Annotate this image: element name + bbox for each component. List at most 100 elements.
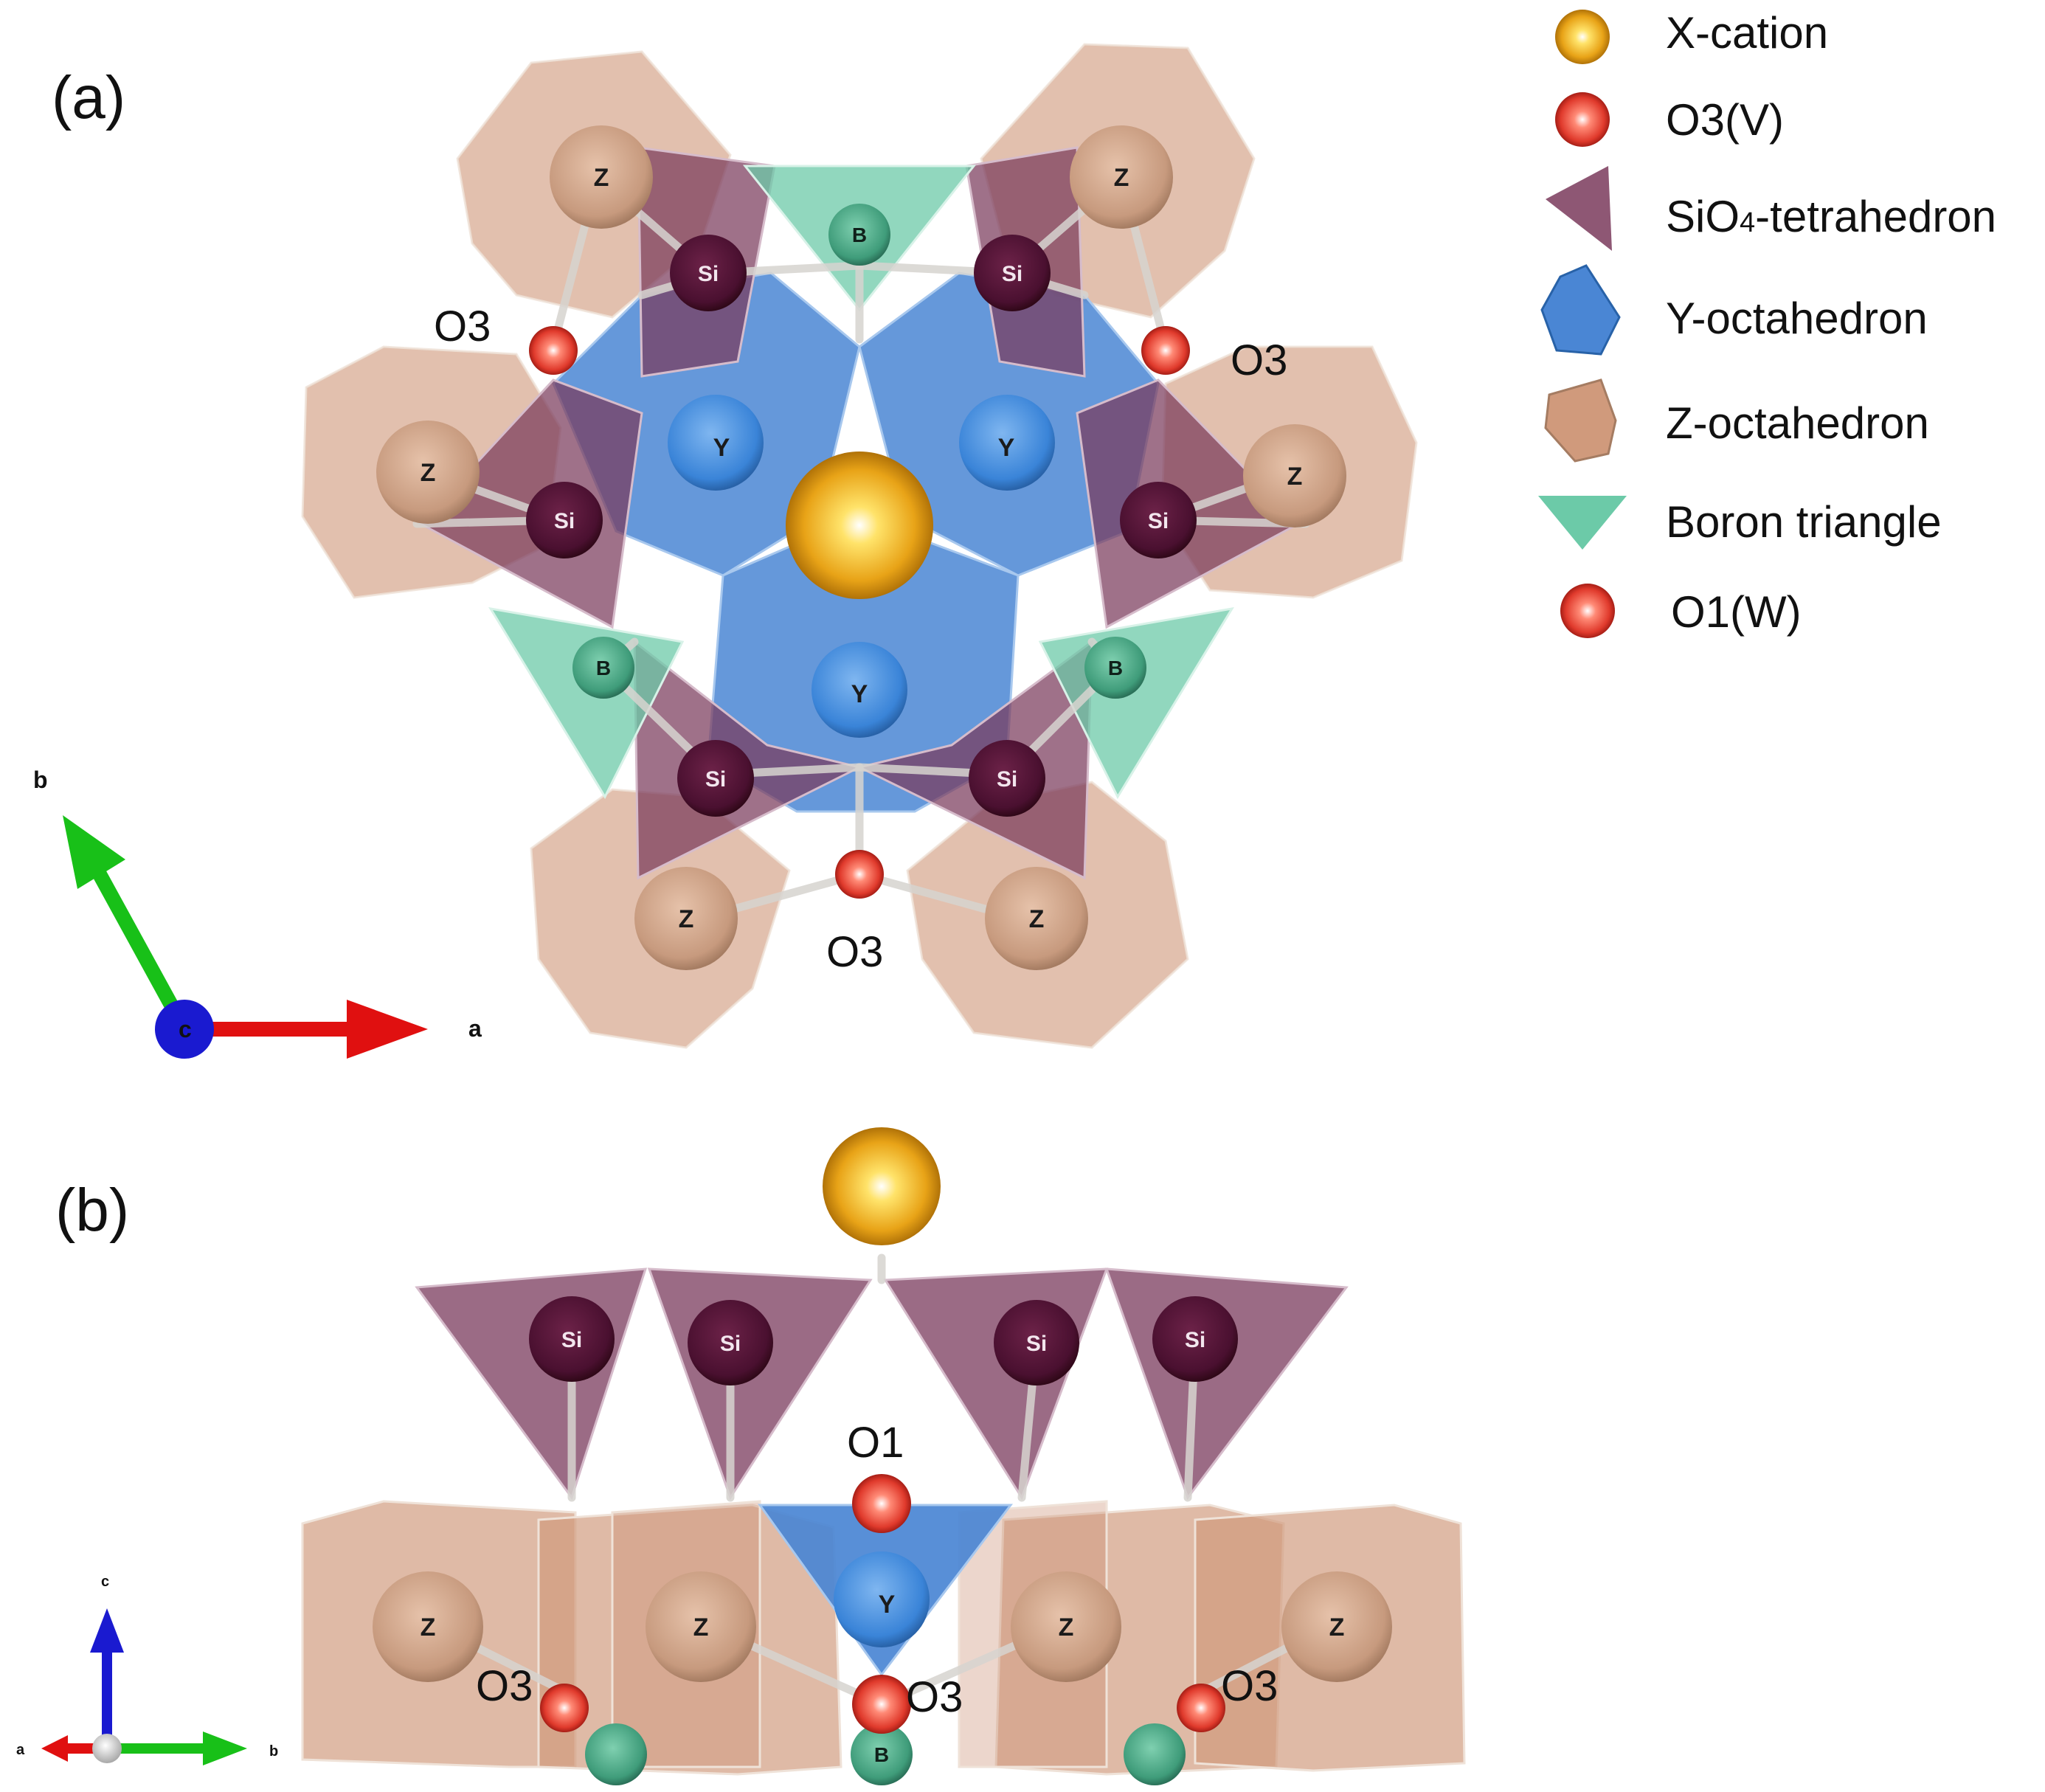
axis-c-label: c (179, 1016, 192, 1042)
z-atom (1243, 424, 1346, 527)
axis-b-label: b (33, 767, 48, 793)
b-atoms-b: B (585, 1723, 1186, 1785)
o3-label: O3 (476, 1662, 533, 1710)
legend-label: Boron triangle (1666, 497, 1942, 547)
o3-atom (1177, 1684, 1225, 1732)
x-cation-atom (823, 1127, 941, 1245)
red-sphere-icon (1555, 92, 1610, 147)
si-atom-label: Si (720, 1332, 741, 1356)
axis-a-label: a (468, 1015, 482, 1042)
panel-a-top-view: Y Y Y Z Z Z Z Z Z Si Si (33, 43, 1418, 1059)
si-atom-label: Si (554, 509, 575, 533)
b-atom-label: B (1108, 657, 1123, 679)
x-cation-atom (786, 452, 933, 599)
o3-atoms-a: O3 O3 O3 (434, 302, 1287, 976)
z-atom (1070, 125, 1173, 229)
o1-atom (852, 1474, 911, 1533)
axis-origin-dot (92, 1734, 122, 1763)
si-atom (969, 740, 1045, 817)
legend-item-o3: O3(V) (1555, 92, 1784, 147)
z-atom (1011, 1571, 1121, 1682)
z-atom-label: Z (1287, 463, 1303, 491)
z-atoms-b: Z Z Z Z (373, 1571, 1392, 1682)
legend-item-boron-triangle: Boron triangle (1538, 496, 1942, 550)
legend-label: X-cation (1666, 8, 1828, 58)
si-atoms-b: Si Si Si Si (529, 1296, 1238, 1385)
panel-b-label: (b) (55, 1177, 129, 1244)
z-atom (1281, 1571, 1392, 1682)
z-atom-label: Z (421, 459, 436, 487)
si-atom-label: Si (1026, 1332, 1047, 1356)
o3-atom (1141, 326, 1190, 375)
b-atom-label: B (852, 224, 867, 246)
si-atom (994, 1300, 1079, 1385)
b-atom (828, 204, 890, 266)
legend-item-z-octahedron: Z-octahedron (1544, 378, 1929, 463)
si-atom (974, 235, 1051, 311)
z-atom-label: Z (1329, 1613, 1345, 1641)
legend-item-sio4: SiO4-tetrahedron (1546, 166, 1996, 251)
axis-a-label: a (16, 1742, 25, 1758)
y-atom-label: Y (998, 434, 1015, 462)
legend-item-y-octahedron: Y-octahedron (1540, 264, 1928, 356)
legend-label: Y-octahedron (1666, 294, 1928, 343)
red-sphere-icon (1560, 584, 1615, 638)
si-atom (670, 235, 747, 311)
b-atom (1084, 637, 1146, 699)
b-atom (572, 637, 634, 699)
o3-label: O3 (434, 302, 491, 350)
axis-c-arrowhead (90, 1608, 124, 1653)
o3-atom (529, 326, 578, 375)
si-atom-label: Si (561, 1328, 582, 1352)
si-atom-label: Si (698, 262, 719, 286)
axis-b-arrowhead (63, 815, 125, 889)
axes-indicator-a: c b a (33, 767, 482, 1059)
axis-c-dot (155, 1000, 214, 1059)
o1-label: O1 (847, 1419, 904, 1467)
z-atom (373, 1571, 483, 1682)
b-atom-label: B (874, 1743, 889, 1766)
legend-label: SiO4-tetrahedron (1666, 192, 1996, 241)
o3-label: O3 (906, 1673, 963, 1721)
axis-a-arrowhead (347, 1000, 428, 1059)
panel-b-side-view: (b) (16, 1127, 1466, 1785)
axis-b-label: b (269, 1743, 278, 1760)
legend-item-o1: O1(W) (1560, 584, 1802, 638)
z-atom-label: Z (679, 905, 694, 933)
z-atom (634, 867, 738, 970)
b-atom (585, 1723, 647, 1785)
axes-indicator-b: c a b (16, 1574, 278, 1765)
legend-label: O3(V) (1666, 95, 1784, 145)
y-atom (959, 395, 1055, 491)
z-atom (985, 867, 1088, 970)
si-atom-label: Si (1002, 262, 1022, 286)
gold-sphere-icon (1555, 10, 1610, 64)
b-atom (1124, 1723, 1186, 1785)
green-triangle-icon (1538, 496, 1627, 550)
si-atom (1120, 482, 1197, 558)
y-atom (834, 1551, 930, 1647)
y-atoms-a: Y Y Y (668, 395, 1055, 738)
o3-atom (835, 850, 884, 899)
si-atom (1152, 1296, 1238, 1382)
b-atom-label: B (596, 657, 611, 679)
legend-label: O1(W) (1671, 587, 1802, 637)
z-atom-label: Z (1114, 164, 1129, 192)
si-atom (688, 1300, 773, 1385)
si-atom-label: Si (997, 767, 1017, 792)
b-atoms-a: B B B (572, 204, 1146, 699)
panel-a-label: (a) (52, 64, 125, 131)
z-atom-label: Z (1059, 1613, 1074, 1641)
si-atom (677, 740, 754, 817)
o3-label: O3 (1221, 1662, 1278, 1710)
si-atom (529, 1296, 615, 1382)
axis-c-label: c (101, 1574, 109, 1590)
si-atom-label: Si (705, 767, 726, 792)
o-atoms-b: O1 O3 O3 O3 (476, 1419, 1278, 1734)
blue-octahedron-icon (1540, 264, 1621, 356)
z-atoms-a: Z Z Z Z Z Z (376, 125, 1346, 970)
z-atom-label: Z (1029, 905, 1045, 933)
z-atom-label: Z (594, 164, 609, 192)
legend-label: Z-octahedron (1666, 398, 1929, 448)
